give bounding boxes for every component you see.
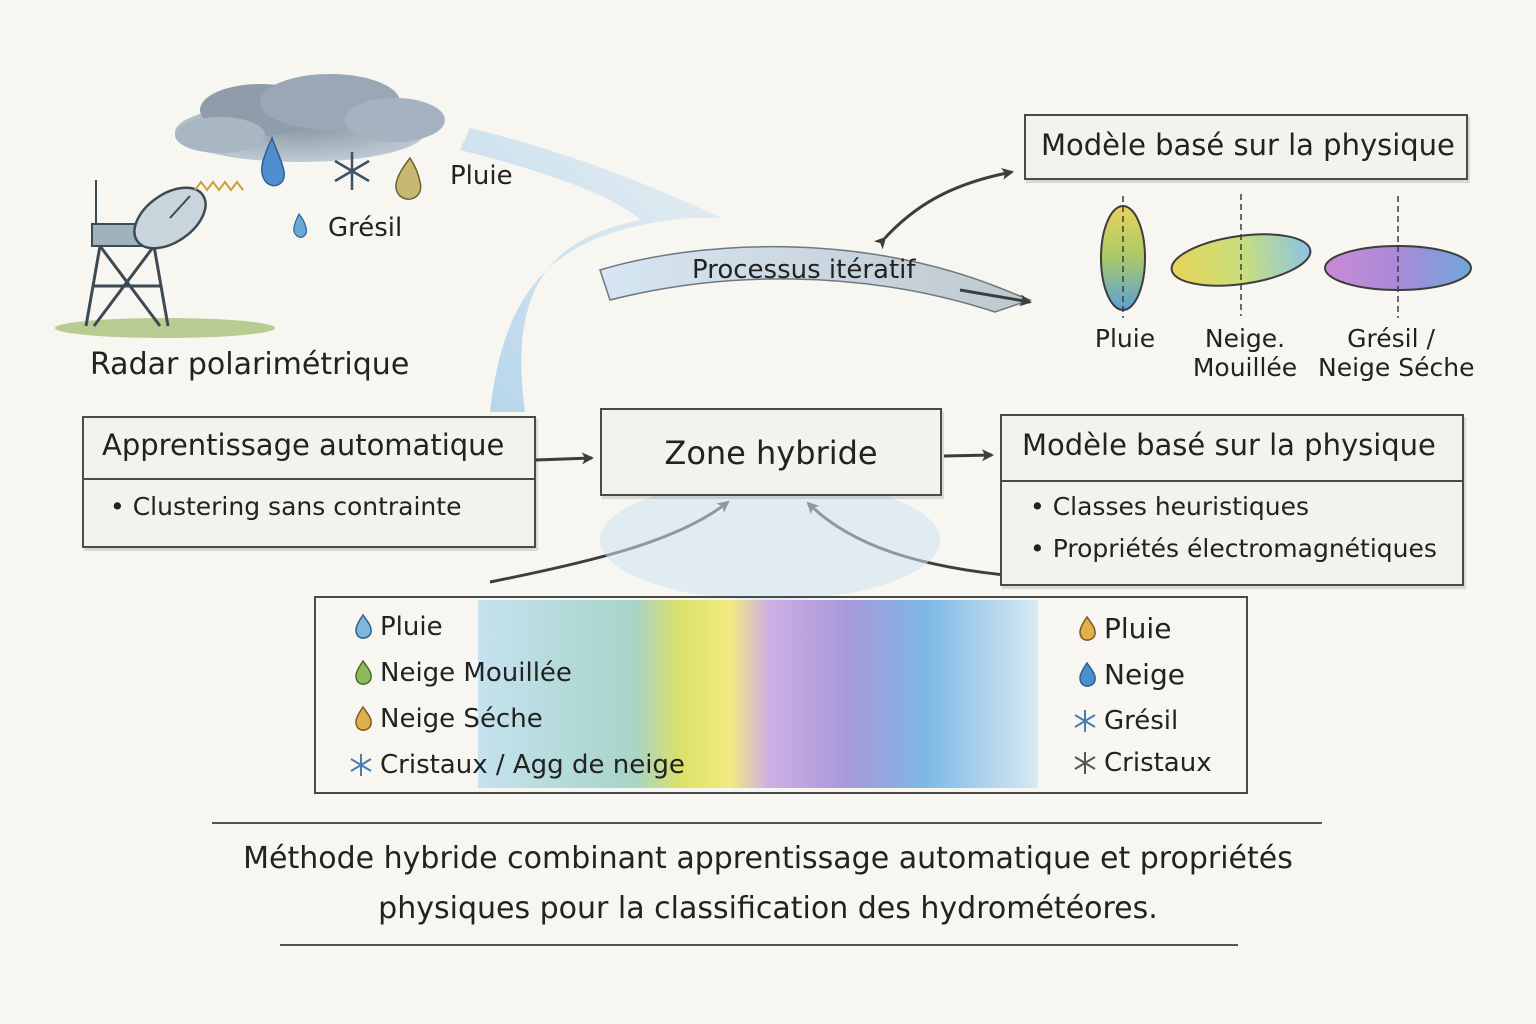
drop-icon: [1079, 615, 1096, 641]
particle-wet-snow-line1: Neige.: [1204, 324, 1286, 353]
legend-left-item-3: Neige Séche: [352, 704, 543, 734]
particle-dry-snow-label: Grésil / Neige Séche: [1318, 324, 1475, 382]
radar-label: Radar polarimétrique: [90, 347, 410, 382]
hybrid-zone-box: Zone hybride: [600, 408, 942, 496]
physics-model-divider: [1002, 480, 1462, 482]
particle-wet-snow-icon: [1170, 194, 1312, 316]
drop-icon: [355, 659, 372, 685]
arrow-hybrid-to-physics: [943, 449, 994, 462]
ml-box-title: Apprentissage automatique: [102, 428, 505, 462]
particle-wet-snow-label: Neige. Mouillée: [1185, 324, 1305, 382]
caption-rule-top: [212, 822, 1322, 824]
snowflake-icon: [1074, 710, 1096, 732]
physics-model-box: Modèle basé sur la physique • Classes he…: [1000, 414, 1464, 586]
ml-bullet: • Clustering sans contrainte: [110, 492, 462, 521]
ml-bullet-text: Clustering sans contrainte: [132, 492, 462, 521]
legend-right-label-2: Neige: [1104, 658, 1185, 691]
radar-gresil-label: Grésil: [328, 213, 403, 243]
particle-rain-label: Pluie: [1094, 324, 1156, 353]
physics-bullet-2: • Propriétés électromagnétiques: [1030, 534, 1437, 563]
radar-tower-icon: [55, 180, 275, 338]
legend-right-label-1: Pluie: [1104, 612, 1172, 645]
particle-wet-snow-line2: Mouillée: [1192, 353, 1298, 382]
particle-rain-icon: [1100, 196, 1146, 318]
legend-left-label-4: Cristaux / Agg de neige: [380, 750, 685, 780]
caption-line-1: Méthode hybride combinant apprentissage …: [243, 841, 1293, 876]
cloud-icon: [175, 74, 445, 162]
legend-left-item-4: Cristaux / Agg de neige: [348, 750, 685, 780]
legend-right-item-1: Pluie: [1076, 612, 1171, 645]
physics-model-top-title: Modèle basé sur la physique: [1041, 128, 1455, 162]
hail-drop-icon: [395, 156, 422, 200]
hybrid-wash: [600, 480, 940, 600]
physics-model-top-box: Modèle basé sur la physique: [1024, 114, 1468, 180]
drop-icon: [1079, 661, 1096, 687]
rain-drop-icon: [260, 135, 285, 187]
caption-rule-bottom: [280, 944, 1238, 946]
drop-icon: [355, 705, 372, 731]
legend-left-label-2: Neige Mouillée: [380, 658, 572, 688]
iterative-label: Processus itératif: [692, 255, 916, 285]
physics-model-title: Modèle basé sur la physique: [1022, 428, 1436, 462]
particle-dry-snow-line2: Neige Séche: [1318, 353, 1475, 382]
legend-right-item-3: Grésil: [1072, 706, 1178, 736]
hybrid-zone-title: Zone hybride: [664, 434, 878, 472]
legend-right-label-4: Cristaux: [1104, 748, 1212, 778]
particle-dry-snow-line1: Grésil /: [1347, 324, 1435, 353]
ml-box-divider: [84, 478, 534, 480]
ml-box: Apprentissage automatique • Clustering s…: [82, 416, 536, 548]
radar-pluie-label: Pluie: [450, 161, 513, 191]
small-drop-icon: [293, 212, 308, 238]
drop-icon: [355, 613, 372, 639]
double-arrow: [873, 167, 1014, 250]
snowflake-icon: [1074, 752, 1096, 774]
caption-line-2: physiques pour la classification des hyd…: [378, 891, 1158, 926]
snowflake-icon: [334, 152, 370, 190]
legend-left-label-1: Pluie: [380, 612, 443, 642]
legend-left-label-3: Neige Séche: [380, 704, 543, 734]
legend-left-item-1: Pluie: [352, 612, 443, 642]
legend-right-item-4: Cristaux: [1072, 748, 1212, 778]
cluster-legend-box: Pluie Neige Mouillée Neige Séche Cristau…: [314, 596, 1248, 794]
particle-dry-snow-icon: [1324, 196, 1472, 318]
data-flow-band: [460, 128, 722, 412]
snowflake-icon: [350, 754, 372, 776]
legend-left-item-2: Neige Mouillée: [352, 658, 572, 688]
physics-bullet-2-text: Propriétés électromagnétiques: [1052, 534, 1437, 563]
cluster-mix-wash: [478, 600, 1038, 788]
arrow-ml-to-hybrid: [534, 452, 594, 465]
physics-bullet-1: • Classes heuristiques: [1030, 492, 1310, 521]
legend-right-item-2: Neige: [1076, 658, 1185, 691]
physics-bullet-1-text: Classes heuristiques: [1052, 492, 1310, 521]
iterative-arrow-right: [959, 288, 1032, 307]
legend-right-label-3: Grésil: [1104, 706, 1179, 736]
